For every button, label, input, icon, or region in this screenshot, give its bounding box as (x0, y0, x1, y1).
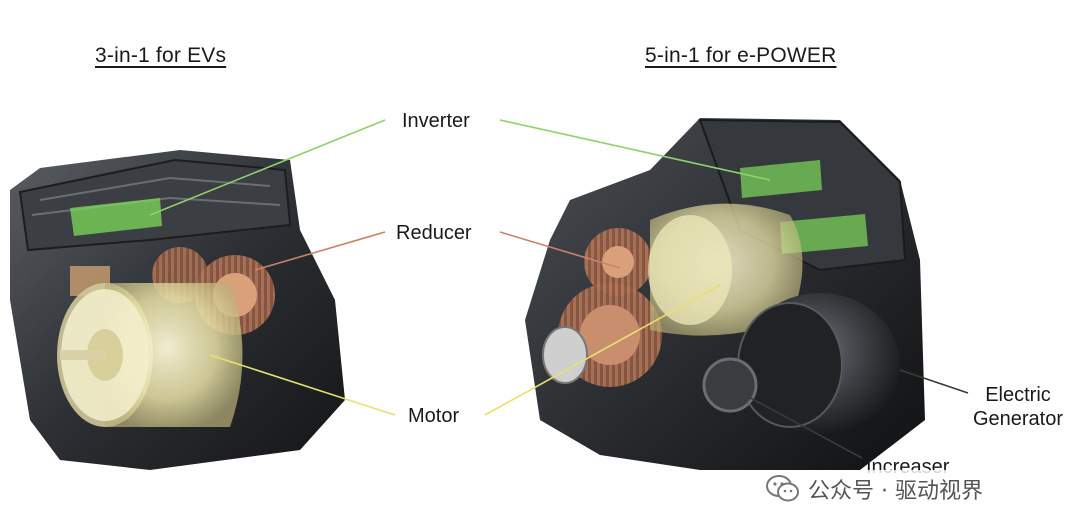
label-motor: Motor (408, 405, 460, 427)
label-electric-generator-line1: Electric (985, 384, 1051, 406)
heading-three-in-one: 3-in-1 for EVs (95, 44, 227, 67)
motor-line-right (484, 284, 721, 416)
heading-five-in-one: 5-in-1 for e-POWER (645, 44, 837, 67)
increaser-line (744, 394, 863, 459)
label-electric-generator: Electric Generator (962, 383, 1074, 431)
inverter-line-left (149, 119, 386, 216)
watermark-text: 公众号 · 驱动视界 (808, 479, 983, 504)
inverter-highlight-right-b (780, 214, 868, 254)
label-reducer: Reducer (396, 222, 472, 244)
generator-line (899, 369, 969, 394)
motor-line-left (209, 354, 396, 416)
watermark: 公众号 · 驱动视界 (760, 470, 989, 508)
inverter-line-right (499, 119, 771, 181)
three-in-one-unit (10, 150, 345, 470)
wechat-icon (766, 475, 799, 502)
increaser-gear (702, 357, 758, 413)
label-inverter: Inverter (402, 110, 470, 132)
inverter-highlight-right-a (740, 160, 822, 198)
reducer-line-right (499, 231, 621, 269)
inverter-highlight-left (70, 198, 162, 236)
label-electric-generator-line2: Generator (972, 408, 1064, 430)
reducer-line-left (254, 231, 386, 271)
five-in-one-unit (525, 118, 925, 470)
leader-lines (149, 119, 969, 459)
